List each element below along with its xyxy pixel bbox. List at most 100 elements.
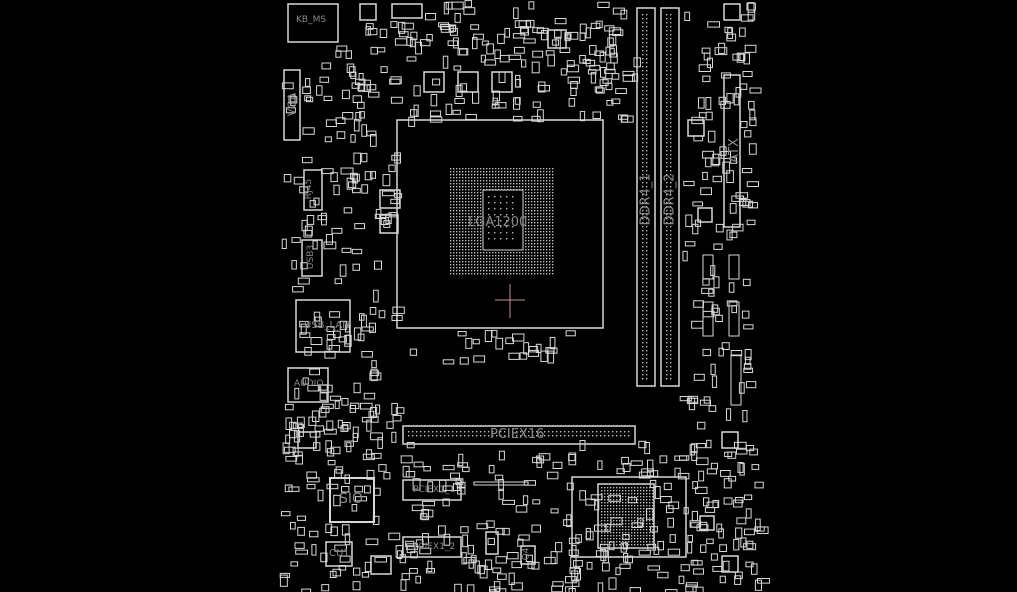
- smd-pad: [346, 63, 355, 73]
- smd-pad: [331, 227, 343, 234]
- smd-pad: [320, 552, 328, 563]
- smd-pad: [678, 575, 685, 585]
- smd-pad: [290, 94, 296, 107]
- smd-pad: [350, 134, 356, 143]
- smd-pad: [341, 89, 350, 100]
- smd-pad: [741, 310, 750, 319]
- smd-pad: [366, 130, 377, 137]
- smd-pad: [326, 334, 336, 340]
- pciex16-slot: [402, 425, 636, 445]
- smd-pad: [281, 238, 287, 249]
- smd-pad: [442, 498, 450, 507]
- smd-pad: [305, 78, 311, 87]
- smd-pad: [320, 384, 333, 393]
- smd-pad: [353, 327, 362, 341]
- smd-pad: [379, 28, 388, 39]
- smd-pad: [579, 440, 586, 451]
- smd-pad: [457, 331, 467, 337]
- smd-pad: [309, 431, 321, 438]
- smd-pad: [459, 48, 468, 56]
- smd-pad: [706, 439, 712, 449]
- smd-pad: [736, 517, 747, 525]
- smd-pad: [326, 326, 335, 333]
- smd-pad: [712, 175, 722, 183]
- smd-pad: [622, 70, 635, 77]
- smd-pad: [492, 90, 501, 102]
- smd-pad: [710, 553, 718, 561]
- smd-pad: [538, 81, 546, 93]
- smd-pad: [680, 564, 690, 572]
- smd-pad: [745, 508, 752, 519]
- smd-pad: [419, 513, 428, 520]
- smd-pad: [288, 486, 300, 492]
- smd-pad: [442, 55, 449, 69]
- smd-pad: [549, 336, 556, 350]
- smd-pad: [423, 466, 431, 472]
- smd-pad: [391, 154, 401, 161]
- smd-pad: [370, 432, 383, 441]
- smd-pad: [528, 349, 540, 357]
- smd-pad: [377, 437, 383, 449]
- smd-pad: [306, 96, 314, 103]
- smd-pad: [301, 219, 308, 232]
- cpu-socket-outline: [396, 119, 604, 329]
- smd-pad: [570, 81, 578, 89]
- smd-pad: [742, 200, 753, 208]
- smd-pad: [498, 488, 504, 500]
- smd-pad: [600, 67, 607, 78]
- smd-pad: [474, 560, 480, 574]
- smd-pad: [733, 538, 740, 551]
- smd-pad: [344, 440, 354, 447]
- smd-pad: [531, 115, 541, 122]
- smd-pad: [442, 359, 455, 365]
- smd-pad: [445, 1, 453, 10]
- smd-pad: [445, 103, 453, 115]
- smd-pad: [737, 462, 744, 473]
- smd-pad: [723, 497, 733, 505]
- smd-pad: [328, 345, 340, 353]
- smd-pad: [334, 469, 342, 479]
- vrm-choke: [423, 71, 445, 93]
- smd-pad: [481, 40, 489, 46]
- smd-pad: [438, 22, 450, 28]
- smd-pad: [747, 2, 755, 13]
- smd-pad: [400, 579, 407, 591]
- smd-pad: [692, 201, 704, 207]
- smd-pad: [299, 320, 309, 328]
- smd-pad: [724, 451, 733, 458]
- smd-pad: [504, 27, 510, 38]
- smd-pad: [718, 528, 724, 539]
- smd-pad: [604, 68, 616, 74]
- smd-pad: [499, 54, 510, 63]
- smd-pad: [362, 453, 375, 461]
- usb3-connector: [301, 239, 323, 277]
- smd-pad: [497, 33, 505, 44]
- smd-pad: [521, 59, 527, 68]
- smd-pad: [413, 85, 421, 97]
- smd-pad: [705, 157, 712, 168]
- smd-pad: [360, 402, 373, 410]
- smd-pad: [571, 545, 577, 557]
- smd-pad: [335, 50, 342, 58]
- smd-pad: [371, 360, 377, 369]
- smd-pad: [369, 171, 376, 179]
- smd-pad: [319, 76, 330, 83]
- smd-pad: [405, 471, 416, 478]
- smd-pad: [463, 7, 476, 15]
- smd-pad: [299, 332, 311, 338]
- smd-pad: [317, 215, 328, 221]
- smd-pad: [344, 324, 350, 333]
- smd-pad: [366, 469, 375, 480]
- smd-pad: [370, 134, 377, 147]
- smd-pad: [540, 350, 548, 363]
- smd-pad: [366, 84, 377, 91]
- component-outline: [370, 555, 392, 575]
- smd-pad: [622, 534, 630, 540]
- smd-pad: [306, 477, 320, 483]
- smd-pad: [708, 405, 717, 412]
- smd-pad: [489, 586, 500, 592]
- smd-pad: [465, 337, 473, 349]
- smd-pad: [568, 98, 576, 107]
- smd-pad: [454, 583, 462, 592]
